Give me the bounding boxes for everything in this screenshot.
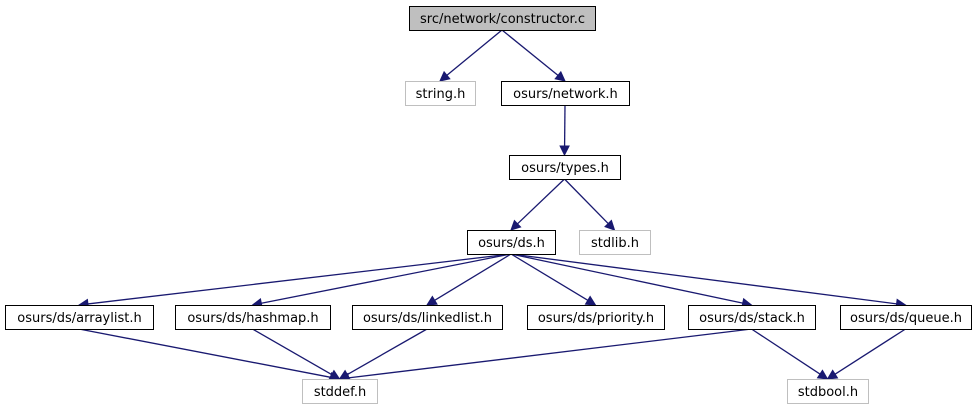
edge-root-to-string [446, 29, 503, 76]
node-label-arraylist: osurs/ds/arraylist.h [17, 311, 141, 326]
arrowhead-network-to-types [559, 145, 570, 157]
arrowhead-types-to-ds [510, 219, 522, 231]
node-ds[interactable]: osurs/ds.h [467, 230, 556, 255]
edge-linkedlist-to-stddef [346, 328, 428, 376]
edge-types-to-stdlib [564, 178, 609, 225]
node-types[interactable]: osurs/types.h [509, 155, 621, 180]
node-label-priority: osurs/ds/priority.h [538, 311, 654, 326]
node-label-hashmap: osurs/ds/hashmap.h [187, 311, 318, 326]
edges-layer [77, 29, 907, 384]
edge-arraylist-to-stddef [78, 328, 331, 378]
arrowhead-stack-to-stdbool [816, 369, 829, 380]
node-label-root: src/network/constructor.c [420, 12, 585, 27]
node-box-string [405, 81, 476, 106]
node-label-stddef: stddef.h [314, 385, 366, 400]
node-box-root [409, 6, 596, 31]
arrowhead-types-to-stdlib [604, 219, 616, 231]
edge-types-to-ds [517, 178, 565, 225]
arrowhead-ds-to-priority [584, 295, 597, 306]
arrowhead-queue-to-stdbool [826, 369, 839, 380]
node-queue[interactable]: osurs/ds/queue.h [840, 305, 972, 330]
node-box-queue [840, 305, 972, 330]
nodes-layer: src/network/constructor.c string.h osurs/n… [5, 6, 972, 404]
node-label-linkedlist: osurs/ds/linkedlist.h [363, 311, 492, 326]
edge-queue-to-stdbool [834, 328, 906, 375]
arrowhead-ds-to-linkedlist [426, 295, 438, 306]
node-box-priority [527, 305, 665, 330]
node-priority[interactable]: osurs/ds/priority.h [527, 305, 665, 330]
edge-stack-to-stdbool [751, 328, 821, 375]
node-hashmap[interactable]: osurs/ds/hashmap.h [175, 305, 331, 330]
node-stack[interactable]: osurs/ds/stack.h [688, 305, 816, 330]
node-label-types: osurs/types.h [521, 161, 609, 176]
edge-root-to-network [501, 29, 559, 76]
node-box-stddef [302, 379, 378, 404]
node-label-network: osurs/network.h [513, 87, 618, 102]
edge-ds-to-queue [510, 253, 897, 305]
node-box-network [501, 81, 630, 106]
arrowhead-hashmap-to-stddef [328, 369, 341, 380]
node-box-stdbool [787, 379, 869, 404]
node-string: string.h [405, 81, 476, 106]
edge-stack-to-stddef [348, 328, 752, 379]
node-linkedlist[interactable]: osurs/ds/linkedlist.h [352, 305, 503, 330]
arrowhead-root-to-network [554, 70, 566, 82]
node-box-stdlib [579, 230, 651, 255]
node-stdbool: stdbool.h [787, 379, 869, 404]
edge-ds-to-arraylist [87, 253, 512, 305]
node-box-linkedlist [352, 305, 503, 330]
edge-ds-to-hashmap [261, 253, 512, 304]
edge-ds-to-linkedlist [434, 253, 512, 301]
node-box-hashmap [175, 305, 331, 330]
node-arraylist[interactable]: osurs/ds/arraylist.h [5, 305, 154, 330]
node-stddef: stddef.h [302, 379, 378, 404]
node-label-stdlib: stdlib.h [591, 236, 639, 251]
node-network[interactable]: osurs/network.h [501, 81, 630, 106]
node-label-ds: osurs/ds.h [478, 236, 545, 251]
node-box-arraylist [5, 305, 154, 330]
node-root[interactable]: src/network/constructor.c [409, 6, 596, 31]
node-label-string: string.h [416, 87, 466, 102]
node-label-queue: osurs/ds/queue.h [850, 311, 962, 326]
node-stdlib: stdlib.h [579, 230, 651, 255]
node-box-types [509, 155, 621, 180]
node-label-stdbool: stdbool.h [798, 385, 858, 400]
node-box-ds [467, 230, 556, 255]
node-label-stack: osurs/ds/stack.h [699, 311, 805, 326]
edge-ds-to-priority [510, 253, 589, 301]
arrowhead-root-to-string [439, 70, 451, 82]
edge-hashmap-to-stddef [252, 328, 333, 376]
edge-ds-to-stack [510, 253, 743, 304]
node-box-stack [688, 305, 816, 330]
